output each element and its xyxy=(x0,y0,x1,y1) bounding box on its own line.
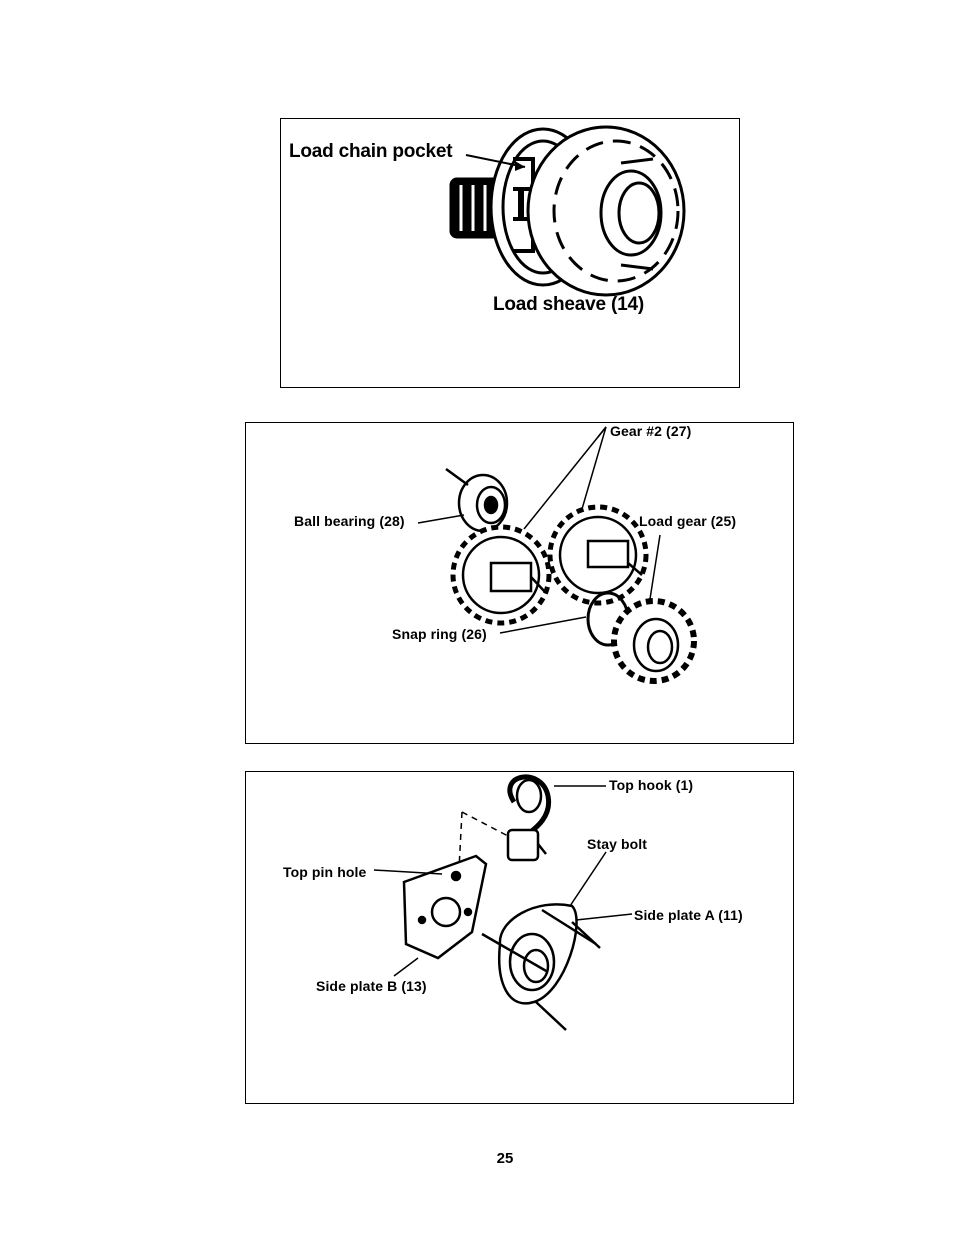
gears-illustration xyxy=(417,426,697,684)
page-number: 25 xyxy=(496,1150,514,1167)
label-snap-ring: Snap ring (26) xyxy=(392,626,487,642)
load-sheave-illustration xyxy=(449,125,686,297)
label-gear-2: Gear #2 (27) xyxy=(610,423,692,439)
figure-gears: Gear #2 (27) Ball bearing (28) Load gear… xyxy=(245,422,794,744)
label-stay-bolt: Stay bolt xyxy=(587,836,648,852)
label-top-pin-hole: Top pin hole xyxy=(283,864,367,880)
label-top-hook: Top hook (1) xyxy=(609,777,694,793)
label-ball-bearing: Ball bearing (28) xyxy=(294,513,405,529)
label-side-plate-b: Side plate B (13) xyxy=(316,978,427,994)
label-load-sheave: Load sheave (14) xyxy=(493,294,644,315)
label-load-chain-pocket: Load chain pocket xyxy=(289,141,453,162)
figure-load-sheave: Load chain pocket Load sheave (14) xyxy=(280,118,740,388)
label-side-plate-a: Side plate A (11) xyxy=(634,907,743,923)
label-load-gear: Load gear (25) xyxy=(639,513,737,529)
figure-side-plates: Top hook (1) Stay bolt Top pin hole Side… xyxy=(245,771,794,1104)
side-plates-illustration xyxy=(373,774,633,1031)
